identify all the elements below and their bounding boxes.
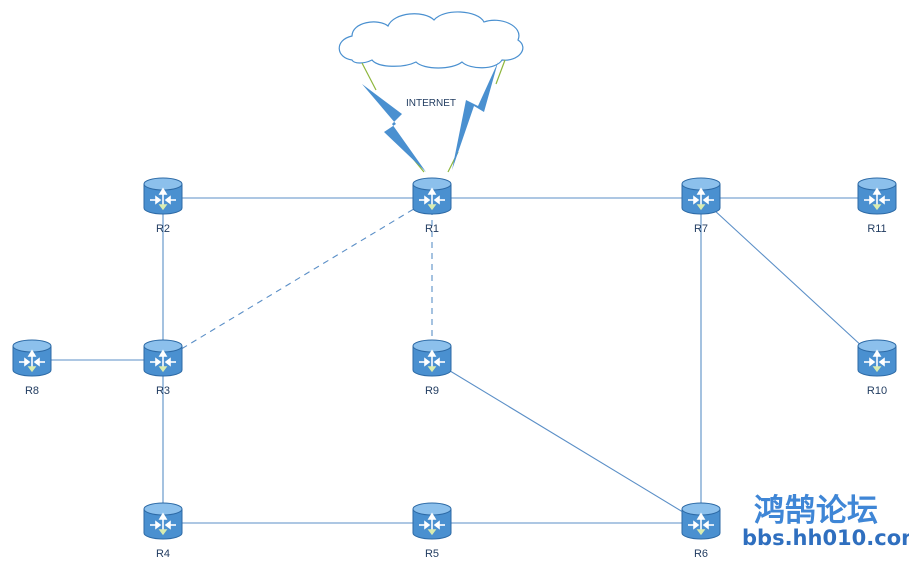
lightning-bolt-left-icon	[362, 84, 426, 172]
router-icon	[857, 339, 897, 377]
router-icon	[143, 339, 183, 377]
router-icon	[412, 339, 452, 377]
watermark-url: bbs.hh010.com	[742, 526, 909, 550]
router-label: R8	[25, 385, 39, 397]
router-r10[interactable]: R10	[857, 339, 897, 397]
router-icon	[412, 502, 452, 540]
router-icon	[857, 177, 897, 215]
router-icon	[681, 177, 721, 215]
internet-uplinks	[361, 59, 506, 173]
router-r2[interactable]: R2	[143, 177, 183, 235]
router-label: R6	[694, 548, 708, 560]
router-r4[interactable]: R4	[143, 502, 183, 560]
router-label: R4	[156, 548, 170, 560]
router-r7[interactable]: R7	[681, 177, 721, 235]
router-icon	[143, 502, 183, 540]
router-r1[interactable]: R1	[412, 177, 452, 235]
router-r5[interactable]: R5	[412, 502, 452, 560]
links-layer	[32, 197, 878, 524]
watermark-title: 鸿鹄论坛	[754, 493, 878, 529]
router-label: R3	[156, 385, 170, 397]
router-r8[interactable]: R8	[12, 339, 52, 397]
router-label: R9	[425, 385, 439, 397]
router-label: R7	[694, 223, 708, 235]
router-label: R5	[425, 548, 439, 560]
router-icon	[12, 339, 52, 377]
router-label: R1	[425, 223, 439, 235]
internet-cloud	[338, 11, 524, 69]
router-label: R10	[867, 385, 887, 397]
router-icon	[412, 177, 452, 215]
link-r7-r10	[700, 197, 878, 361]
router-label: R2	[156, 223, 170, 235]
internet-label: INTERNET	[406, 98, 456, 109]
lightning-bolt-right-icon	[452, 62, 498, 170]
router-r6[interactable]: R6	[681, 502, 721, 560]
router-r9[interactable]: R9	[412, 339, 452, 397]
link-r3-r1	[162, 197, 433, 361]
router-r11[interactable]: R11	[857, 177, 897, 235]
link-r9-r6	[431, 359, 702, 524]
router-label: R11	[867, 223, 886, 235]
router-icon	[143, 177, 183, 215]
watermark: 鸿鹄论坛 bbs.hh010.com	[742, 493, 909, 550]
router-r3[interactable]: R3	[143, 339, 183, 397]
router-icon	[681, 502, 721, 540]
